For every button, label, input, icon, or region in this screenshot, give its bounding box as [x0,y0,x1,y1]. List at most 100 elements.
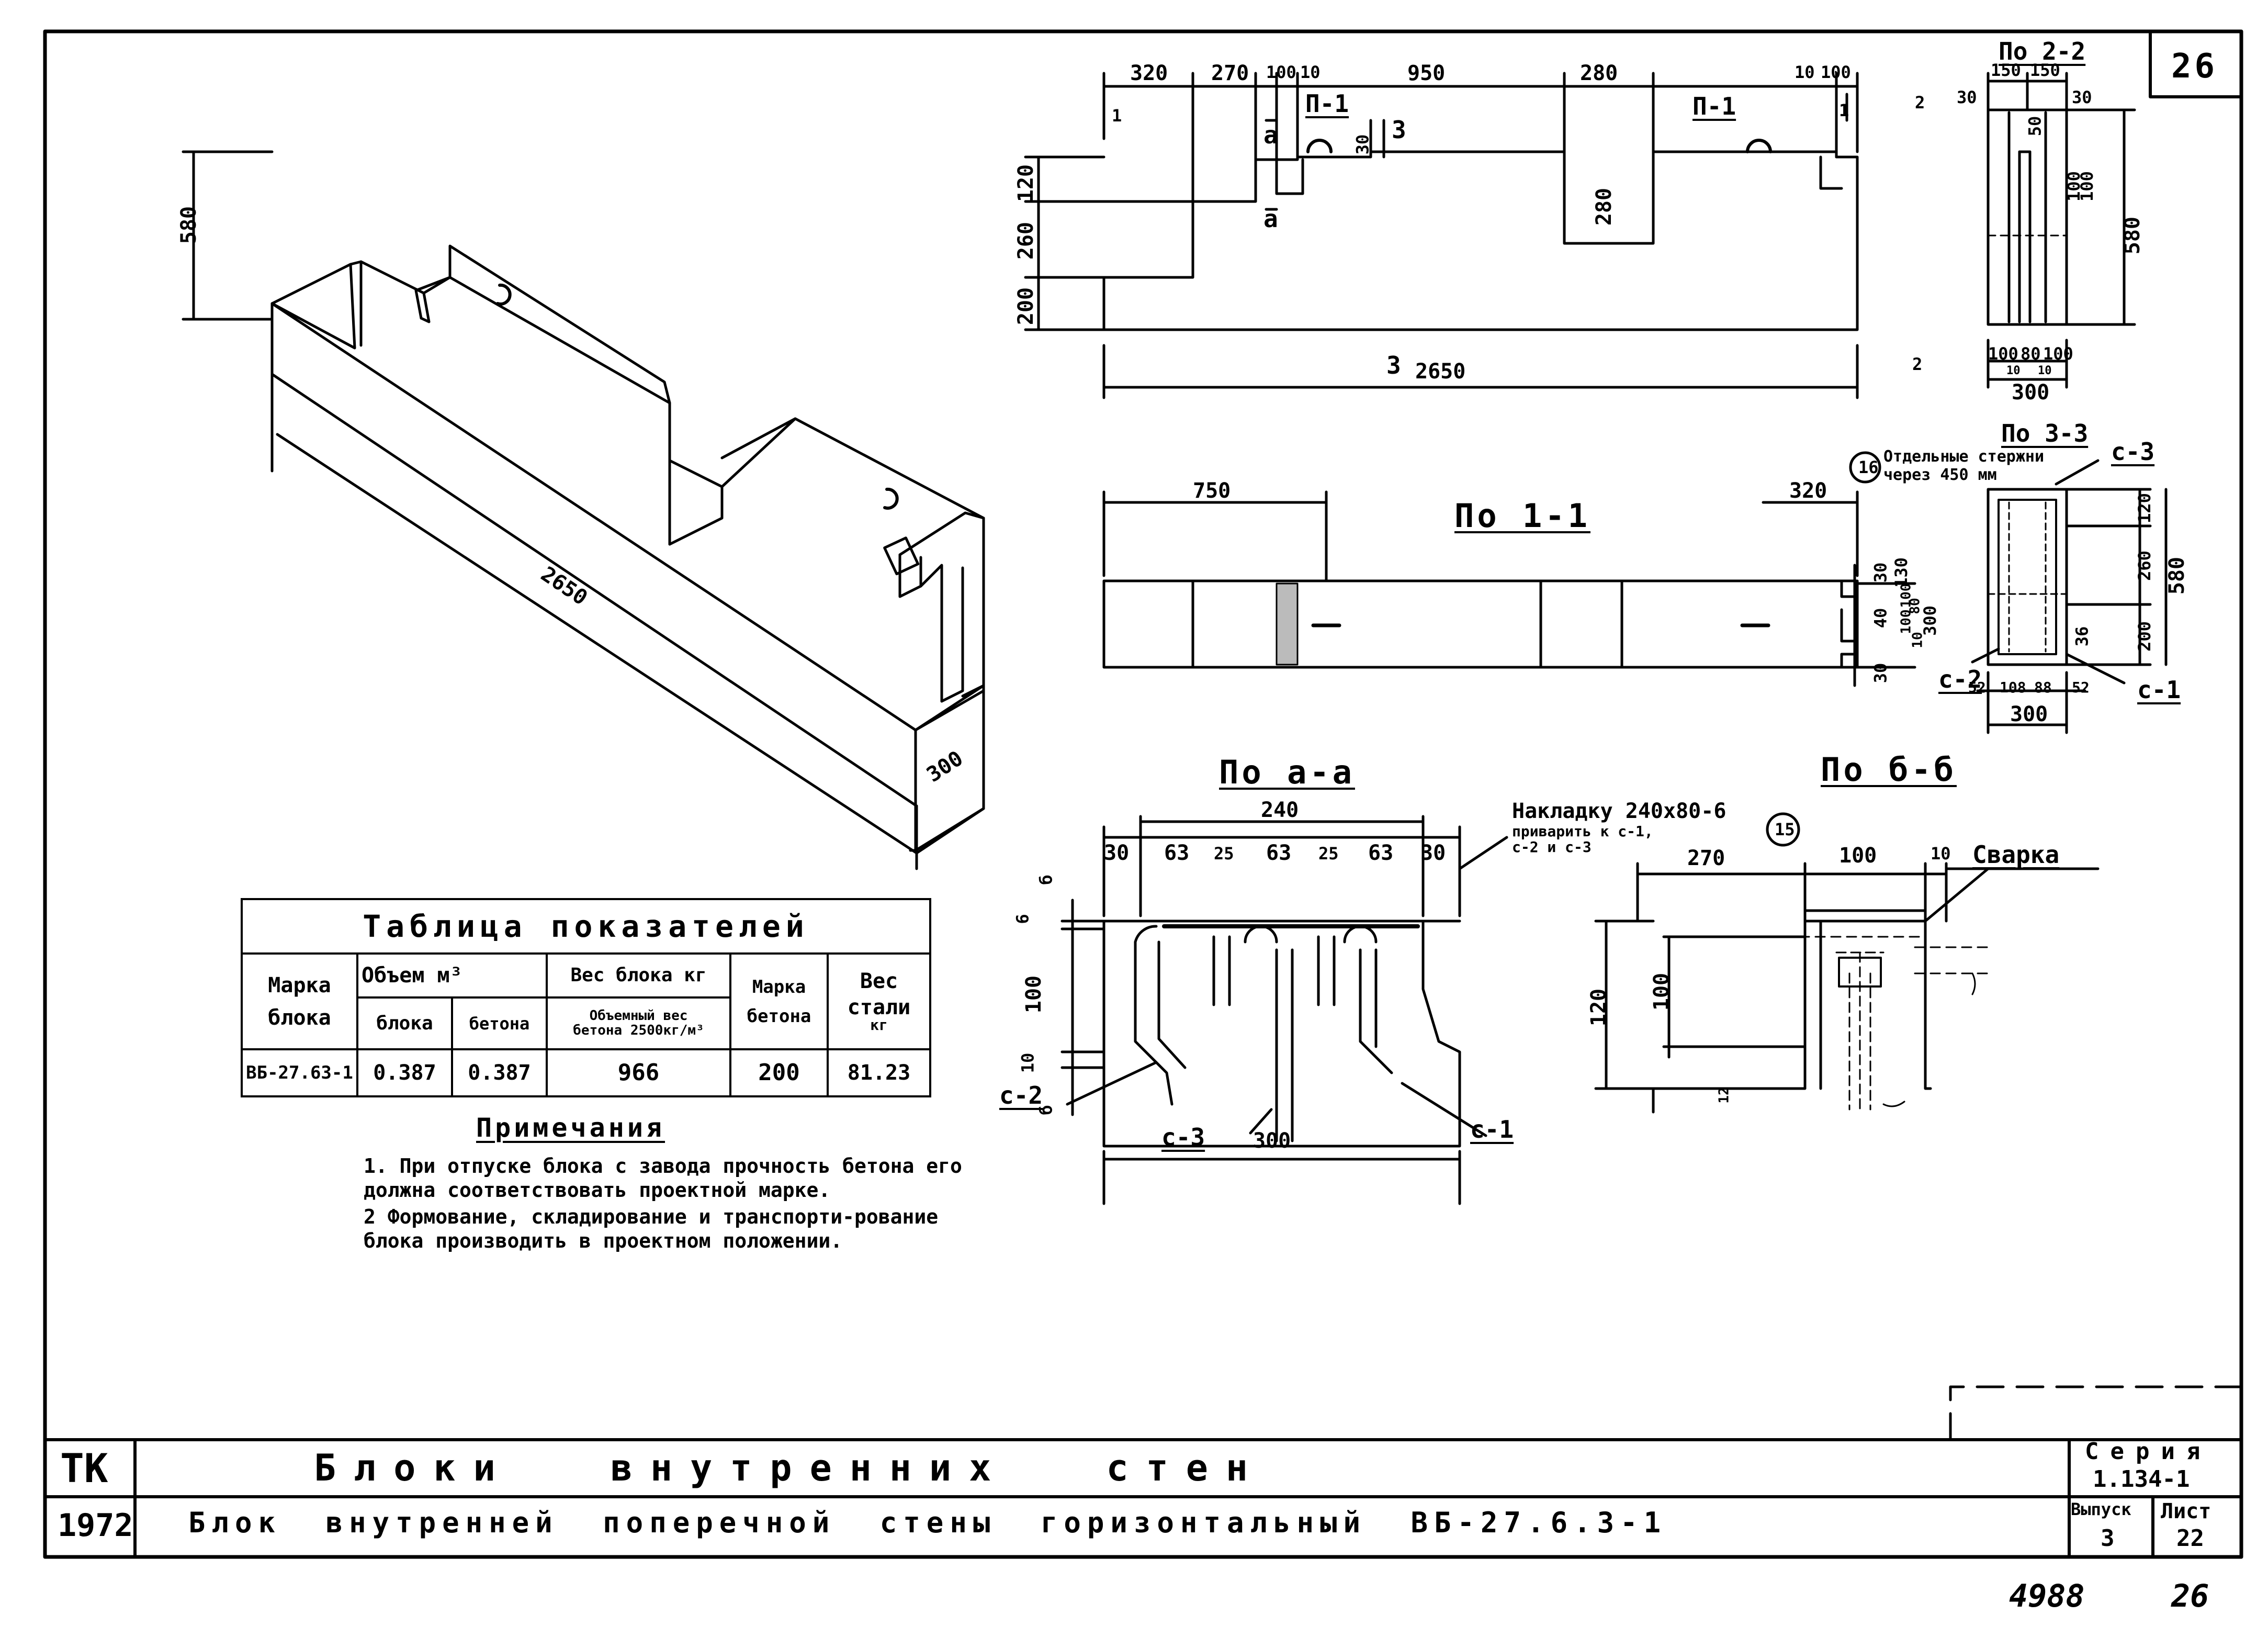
org-code: ТК [60,1445,108,1492]
sbb-top-10: 10 [1931,844,1951,864]
section-3-3-title: По 3-3 [2001,419,2089,447]
elev-dim-100: 100 [1266,62,1296,82]
col-volume: Объем м³ [356,952,548,999]
s33-bottom-52b: 52 [2072,679,2090,696]
note-1: 1. При отпуске блока с завода прочность … [364,1154,962,1202]
s22-side-50: 50 [2025,116,2045,137]
saa-top-63c: 63 [1368,841,1394,865]
callout-15-num: 15 [1775,820,1795,839]
sbb-top-270: 270 [1687,846,1725,870]
bar-label-c3: с-3 [2111,438,2155,466]
s22-side-30a: 30 [1957,87,1977,107]
bar-label-c1: с-1 [2137,676,2181,704]
saa-label-c1: с-1 [1470,1115,1514,1143]
col-mark-line1: Марка [268,973,331,997]
s22-height-580: 580 [2120,216,2145,255]
plan-side-300: 300 [1920,605,1940,636]
sheet-value: 22 [2176,1525,2204,1552]
year: 1972 [58,1507,133,1544]
callout-15-line1: Накладку 240х80-6 [1512,799,1727,823]
notes-title: Примечания [476,1113,665,1143]
elev-left-200: 200 [1014,287,1039,326]
section-mark-1-left: 1 [1112,106,1122,126]
section-b-b [1594,862,2100,1114]
cell-steel: 81.23 [827,1048,931,1097]
saa-top-63b: 63 [1266,841,1292,865]
callout-16-circle [1849,451,1881,484]
s22-total-300: 300 [2012,380,2050,405]
plan-dim-750: 750 [1193,479,1231,503]
elev-left-120: 120 [1014,164,1039,203]
section-2-2-title: По 2-2 [1999,37,2086,65]
section-mark-3-top: 3 [1392,116,1406,144]
notes-list: 1. При отпуске блока с завода прочность … [364,1154,1002,1255]
s33-right-120: 120 [2134,493,2154,523]
loop-label-left: П-1 [1305,89,1349,118]
indicators-title: Таблица показателей [241,898,931,955]
s33-right-260: 260 [2134,551,2154,581]
cell-vol-block: 0.387 [356,1048,453,1097]
loop-label-right: П-1 [1692,92,1736,120]
s33-right-580: 580 [2165,556,2190,595]
saa-top-240: 240 [1261,798,1299,822]
s22-bottom-100b: 100 [2043,344,2073,364]
s33-bottom-108: 108 [2000,679,2026,696]
saa-top-25a: 25 [1214,844,1234,864]
sheet-number: 26 [2171,47,2218,86]
col-mark: Марка блока [241,952,358,1050]
callout-15-circle [1766,812,1800,847]
section-mark-3-bottom: 3 [1386,351,1401,379]
section-mark-2-top: 2 [1915,93,1925,113]
elev-inner-280: 280 [1592,187,1617,226]
iso-height-dim: 580 [177,206,201,244]
sbb-weld-label: Сварка [1972,840,2060,869]
section-mark-2-bottom: 2 [1912,354,1923,374]
s33-bottom-88: 88 [2034,679,2052,696]
saa-left-10: 10 [1018,1052,1038,1073]
col-weight: Вес блока кг [546,952,731,999]
elev-dim-270: 270 [1211,61,1249,85]
section-a-a-title: По а-а [1219,753,1355,791]
table-row: ВБ-27.63-1 0.387 0.387 966 200 81.23 [241,1048,931,1097]
plan-1-1 [1102,490,1916,687]
col-concrete-line2: бетона [747,1005,811,1027]
section-2-2 [1987,72,2136,389]
bar-label-c2: с-2 [1938,665,1982,693]
title-block [43,1385,2243,1558]
col-weight-sub: Объемный вес бетона 2500кг/м³ [546,996,731,1050]
saa-left-100: 100 [1022,975,1046,1014]
cell-weight: 966 [546,1048,731,1097]
section-3-3 [1971,459,2168,734]
col-steel-line1: Вес [860,969,898,993]
elev-dim-10: 10 [1300,62,1321,82]
indicators-table: Таблица показателей Марка блока Объем м³… [241,898,931,1097]
saa-left-6: 6 [1012,914,1033,924]
callout-16-line1: Отдельные стержни [1883,447,2045,466]
s33-inner-36: 36 [2072,626,2092,647]
footer-page: 26 [2171,1578,2209,1614]
sheet-frame [43,29,2243,1559]
issue-value: 3 [2101,1525,2115,1552]
plan-side-30: 30 [1870,562,1891,583]
elev-left-260: 260 [1014,221,1039,260]
section-b-b-title: По б-б [1821,750,1957,789]
saa-bottom-300: 300 [1253,1129,1291,1153]
issue-label: Выпуск [2071,1499,2131,1519]
callout-16-line2: через 450 мм [1883,466,1997,484]
col-steel: Вес стали кг [827,952,931,1050]
series-value: 1.134-1 [2093,1466,2190,1493]
front-elevation [1024,72,1859,399]
sbb-left-100: 100 [1650,972,1674,1011]
s22-top-150b: 150 [2030,60,2060,80]
footer-code: 4988 [2009,1578,2085,1614]
col-weight-sub-line2: бетона 2500кг/м³ [573,1022,704,1038]
col-steel-line2: стали [847,995,911,1019]
sbb-top-100: 100 [1839,844,1877,868]
sheet-subtitle: Блок внутренней поперечной стены горизон… [188,1506,1667,1539]
section-mark-a-top: а [1263,121,1278,149]
s22-sub-10b: 10 [2038,364,2052,377]
sbb-left-120: 120 [1587,988,1611,1027]
sheet-title: Блоки внутренних стен [314,1446,1266,1489]
plan-side-30b: 30 [1870,663,1891,683]
